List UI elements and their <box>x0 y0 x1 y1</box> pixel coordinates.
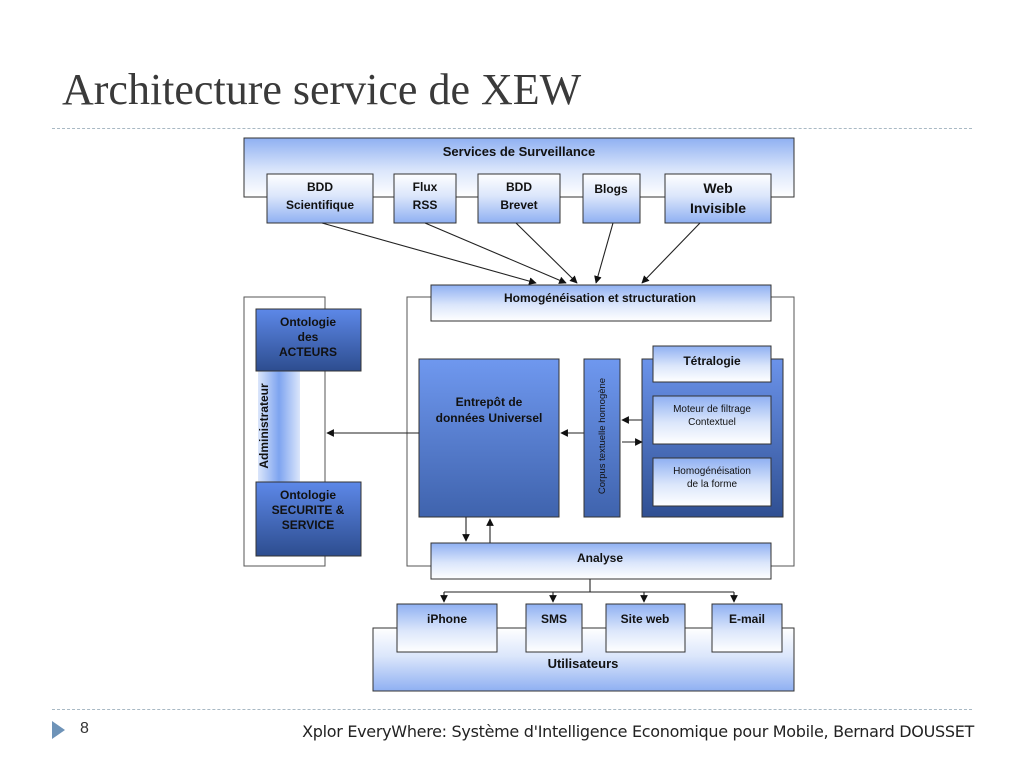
channel-label: Site web <box>621 612 670 626</box>
arrow-flux-rss <box>424 222 567 284</box>
ontologie-securite-box <box>255 481 362 557</box>
source-box <box>393 173 457 224</box>
source-label: Blogs <box>594 182 628 196</box>
entrepot-label: Entrepôt de <box>456 395 523 409</box>
arrow-bdd-brevet <box>515 222 578 284</box>
source-label: Brevet <box>500 198 537 212</box>
ontologie-acteurs-box <box>255 308 362 372</box>
channel-site-web-box <box>605 603 686 653</box>
tetralogie-title-box <box>652 345 772 383</box>
footer-divider <box>52 709 972 710</box>
homogeneisation-forme-box <box>652 457 772 507</box>
surveillance-services-group: Services de Surveillance BDD Scientifiqu… <box>243 137 795 224</box>
source-box <box>266 173 374 224</box>
arrow-web-invisible <box>641 222 701 284</box>
source-bdd-scientifique: BDD Scientifique <box>266 173 374 224</box>
tetralogie-title: Tétralogie <box>683 354 741 368</box>
moteur-filtrage-box <box>652 395 772 445</box>
source-label: Invisible <box>690 200 746 216</box>
source-box <box>477 173 561 224</box>
ontologie-acteurs-label: Ontologie <box>280 315 336 329</box>
ontologie-securite-label: SERVICE <box>282 518 334 532</box>
source-box <box>664 173 772 224</box>
slide-title: Architecture service de XEW <box>62 65 582 114</box>
source-bdd-brevet: BDD Brevet <box>477 173 561 224</box>
source-box <box>582 173 641 224</box>
utilisateurs-group: Utilisateurs iPhone SMS Site web E-mail <box>372 603 795 692</box>
moteur-filtrage-label: Contextuel <box>688 417 736 428</box>
source-web-invisible: Web Invisible <box>664 173 772 224</box>
triangle-bullet-icon <box>52 721 65 739</box>
channel-label: iPhone <box>427 612 467 626</box>
surveillance-services-title: Services de Surveillance <box>443 144 595 159</box>
administrateur-band <box>258 352 300 488</box>
corpus-label: Corpus textuelle homogène <box>597 378 608 494</box>
corpus-box <box>583 358 621 518</box>
source-label: Flux <box>413 180 438 194</box>
tetralogie-group: Tétralogie Moteur de filtrage Contextuel… <box>641 345 784 518</box>
moteur-filtrage-label: Moteur de filtrage <box>673 404 751 415</box>
entrepot-label: données Universel <box>436 411 543 425</box>
source-flux-rss: Flux RSS <box>393 173 457 224</box>
channel-email-box <box>711 603 783 653</box>
source-label: BDD <box>506 180 532 194</box>
entrepot-box <box>418 358 560 518</box>
page-number: 8 <box>80 720 89 737</box>
source-label: Scientifique <box>286 198 354 212</box>
utilisateurs-title: Utilisateurs <box>548 656 619 671</box>
homogenisation-bar <box>430 284 772 322</box>
administrateur-label: Administrateur <box>257 383 271 469</box>
administrateur-group: Administrateur Ontologie des ACTEURS Ont… <box>243 296 362 567</box>
source-blogs: Blogs <box>582 173 641 224</box>
homogeneisation-forme-label: de la forme <box>687 479 737 490</box>
source-label: RSS <box>413 198 438 212</box>
channel-sms-box <box>525 603 583 653</box>
channel-label: SMS <box>541 612 567 626</box>
channel-label: E-mail <box>729 612 765 626</box>
source-label: Web <box>703 180 732 196</box>
title-divider <box>52 128 972 129</box>
homogeneisation-forme-label: Homogénéisation <box>673 466 751 477</box>
footer-text: Xplor EveryWhere: Système d'Intelligence… <box>302 722 974 741</box>
channel-iphone-box <box>396 603 498 653</box>
homogenisation-label: Homogénéisation et structuration <box>504 291 696 305</box>
ontologie-acteurs-label: ACTEURS <box>279 345 337 359</box>
arrow-blogs <box>594 222 614 284</box>
source-label: BDD <box>307 180 333 194</box>
analyse-label: Analyse <box>577 551 623 565</box>
ontologie-securite-label: SECURITE & <box>272 503 345 517</box>
ontologie-securite-label: Ontologie <box>280 488 336 502</box>
analyse-bar <box>430 542 772 580</box>
arrow-bdd-scientifique <box>321 222 537 285</box>
ontologie-acteurs-label: des <box>298 330 319 344</box>
